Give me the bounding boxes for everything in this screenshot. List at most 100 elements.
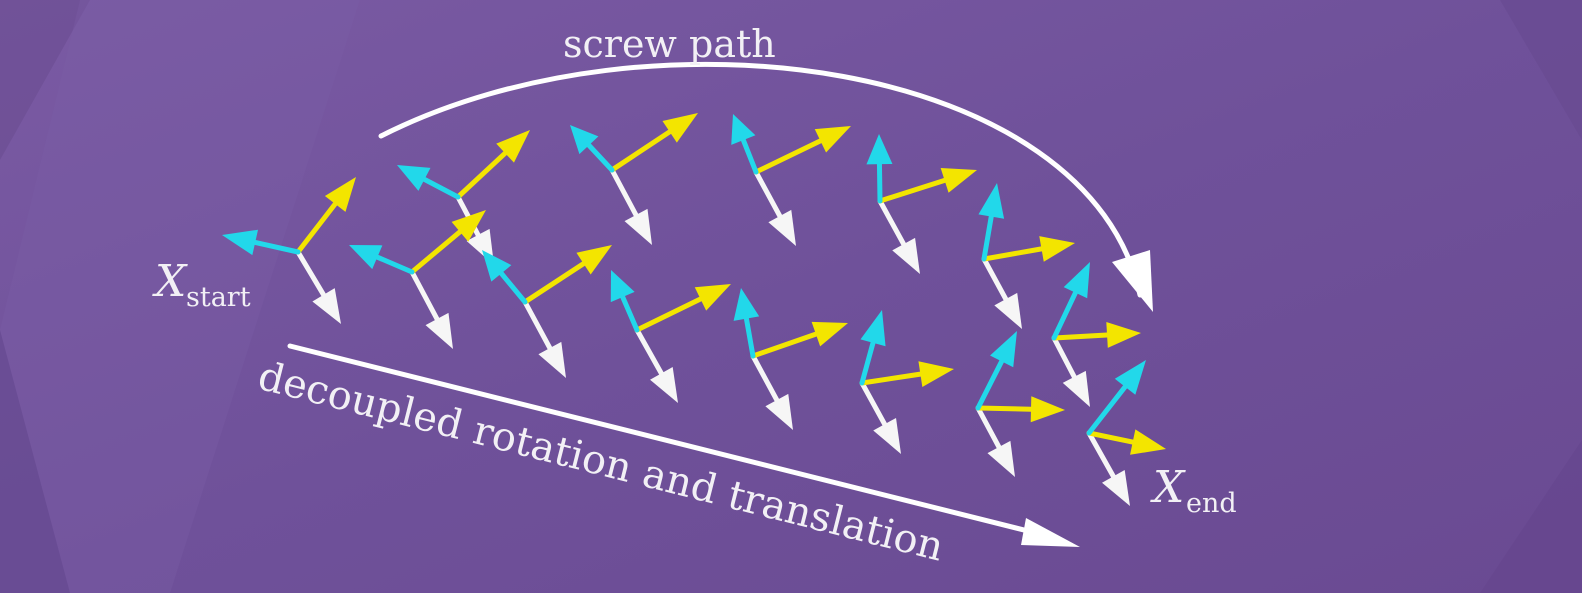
- frame-axis-yellow-head: [940, 167, 977, 193]
- frame-5: [482, 245, 612, 378]
- frame-4: [570, 113, 698, 245]
- frame-axis-yellow-head: [918, 361, 954, 387]
- frame-axis-cyan-shaft: [740, 137, 759, 175]
- frame-axis-white-head: [1102, 469, 1130, 506]
- bg-shard: [1480, 440, 1582, 593]
- frame-axis-cyan-head: [860, 310, 886, 347]
- screw-path-label: screw path: [563, 22, 776, 66]
- frame-axis-cyan-shaft: [252, 239, 301, 255]
- frame-axis-cyan-shaft: [421, 176, 461, 200]
- frame-axis-yellow-shaft: [753, 138, 823, 175]
- frame-axis-yellow-head: [814, 126, 851, 153]
- frame-axis-white-shaft: [295, 249, 327, 298]
- frame-axis-yellow-shaft: [750, 331, 819, 359]
- frame-10: [978, 183, 1075, 329]
- frame-axis-white-head: [650, 366, 678, 403]
- frame-axis-cyan-shaft: [981, 214, 994, 262]
- frame-3: [349, 210, 486, 349]
- frame-axis-white-shaft: [522, 299, 553, 351]
- frame-axis-white-shaft: [1051, 335, 1077, 380]
- frame-axis-yellow-head: [694, 284, 731, 311]
- frame-axis-white-shaft: [634, 327, 664, 376]
- frame-axis-yellow-head: [1130, 429, 1166, 455]
- frame-axis-white-head: [994, 292, 1022, 329]
- decoupled-path-line: [287, 343, 1039, 536]
- frame-axis-yellow-shaft: [981, 246, 1045, 262]
- frame-axis-cyan-shaft: [1086, 384, 1128, 436]
- frame-axis-white-head: [765, 393, 793, 430]
- frame-7: [610, 270, 731, 403]
- screw-path-arrowhead: [1112, 250, 1153, 312]
- frame-axis-white-head: [624, 208, 652, 245]
- frame-axis-cyan-head: [866, 134, 893, 165]
- frame-axis-white-shaft: [859, 380, 888, 427]
- frame-13: [975, 331, 1065, 477]
- frame-axis-yellow-head: [576, 245, 612, 275]
- bg-shard: [0, 0, 360, 593]
- frame-axis-cyan-shaft: [975, 358, 1005, 411]
- frame-axis-cyan-shaft: [743, 316, 756, 359]
- bg-shard: [1500, 0, 1582, 140]
- frame-axis-yellow-head: [451, 210, 486, 242]
- frame-12: [1051, 262, 1141, 407]
- frame-8: [866, 134, 977, 274]
- frame-axis-yellow-head: [811, 321, 848, 347]
- frame-axis-cyan-head: [482, 250, 512, 282]
- frame-axis-white-shaft: [877, 198, 907, 247]
- x-end-label: X: [1150, 462, 1186, 513]
- screw-path-arc: [378, 61, 1143, 298]
- frame-axis-cyan-shaft: [498, 270, 528, 305]
- frame-axis-yellow-shaft: [1051, 332, 1110, 341]
- frame-axis-white-shaft: [1086, 430, 1116, 479]
- frame-axis-cyan-head: [1063, 262, 1090, 299]
- frame-axis-yellow-shaft: [975, 405, 1034, 412]
- frame-axis-cyan-shaft: [876, 161, 883, 204]
- frame-axis-white-head: [768, 209, 796, 246]
- frame-2: [397, 130, 530, 265]
- frame-axis-white-head: [987, 440, 1015, 477]
- decoupled-path-arrowhead: [1021, 518, 1080, 547]
- bg-shard: [0, 0, 90, 160]
- frame-axis-cyan-shaft: [1051, 290, 1078, 341]
- bg-shard: [0, 330, 70, 593]
- x-start-subscript: start: [186, 282, 251, 313]
- frame-axis-white-head: [873, 417, 901, 454]
- frame-11: [859, 310, 954, 454]
- frame-axis-cyan-head: [990, 331, 1017, 368]
- frame-axis-cyan-head: [610, 270, 635, 303]
- x-start-label: X: [152, 256, 188, 307]
- frame-axis-cyan-head: [349, 245, 383, 270]
- frame-axis-white-head: [1062, 370, 1090, 407]
- frame-axis-cyan-head: [978, 183, 1005, 219]
- frame-axis-white-shaft: [753, 169, 783, 219]
- frame-axis-white-shaft: [975, 405, 1002, 450]
- frame-axis-white-head: [312, 288, 341, 324]
- frame-9: [733, 288, 848, 430]
- frame-axis-yellow-shaft: [522, 261, 587, 305]
- frame-axis-yellow-head: [1106, 321, 1141, 348]
- frame-axis-yellow-head: [662, 113, 698, 143]
- frame-axis-white-head: [892, 237, 920, 274]
- frame-axis-yellow-head: [1030, 396, 1065, 423]
- frame-axis-cyan-shaft: [859, 340, 876, 386]
- frame-axis-yellow-shaft: [295, 201, 338, 255]
- frame-axis-yellow-shaft: [609, 129, 673, 173]
- frame-6: [731, 114, 851, 246]
- frame-axis-yellow-shaft: [455, 150, 508, 200]
- coordinate-frames: [222, 113, 1166, 506]
- frame-axis-cyan-head: [222, 229, 259, 256]
- frame-axis-yellow-shaft: [1086, 430, 1136, 445]
- frame-axis-cyan-shaft: [586, 142, 615, 173]
- frame-axis-yellow-head: [1039, 236, 1075, 262]
- frame-axis-yellow-shaft: [634, 296, 703, 333]
- frame-14: [1086, 360, 1166, 506]
- frame-axis-cyan-head: [397, 165, 431, 191]
- frame-1: [222, 177, 356, 324]
- frame-axis-white-shaft: [609, 167, 639, 218]
- frame-axis-cyan-shaft: [620, 294, 640, 333]
- frame-axis-yellow-shaft: [877, 177, 948, 204]
- frame-axis-yellow-head: [496, 130, 530, 163]
- x-end-subscript: end: [1186, 488, 1237, 519]
